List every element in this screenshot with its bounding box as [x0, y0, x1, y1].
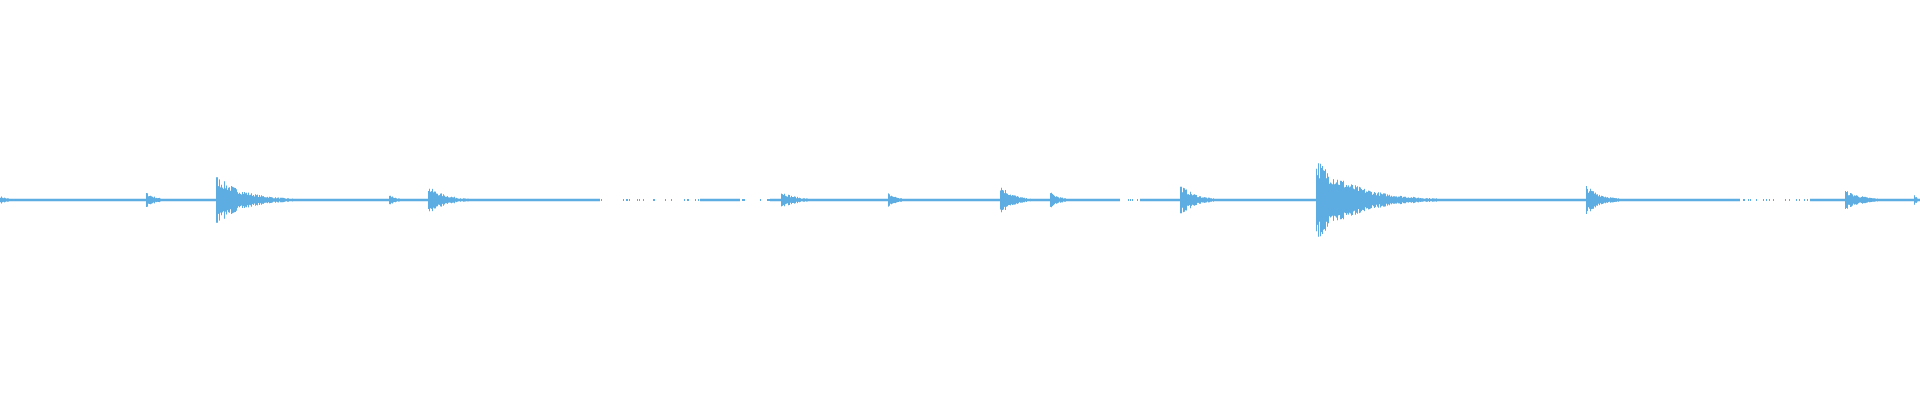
waveform-trace [0, 163, 1920, 237]
